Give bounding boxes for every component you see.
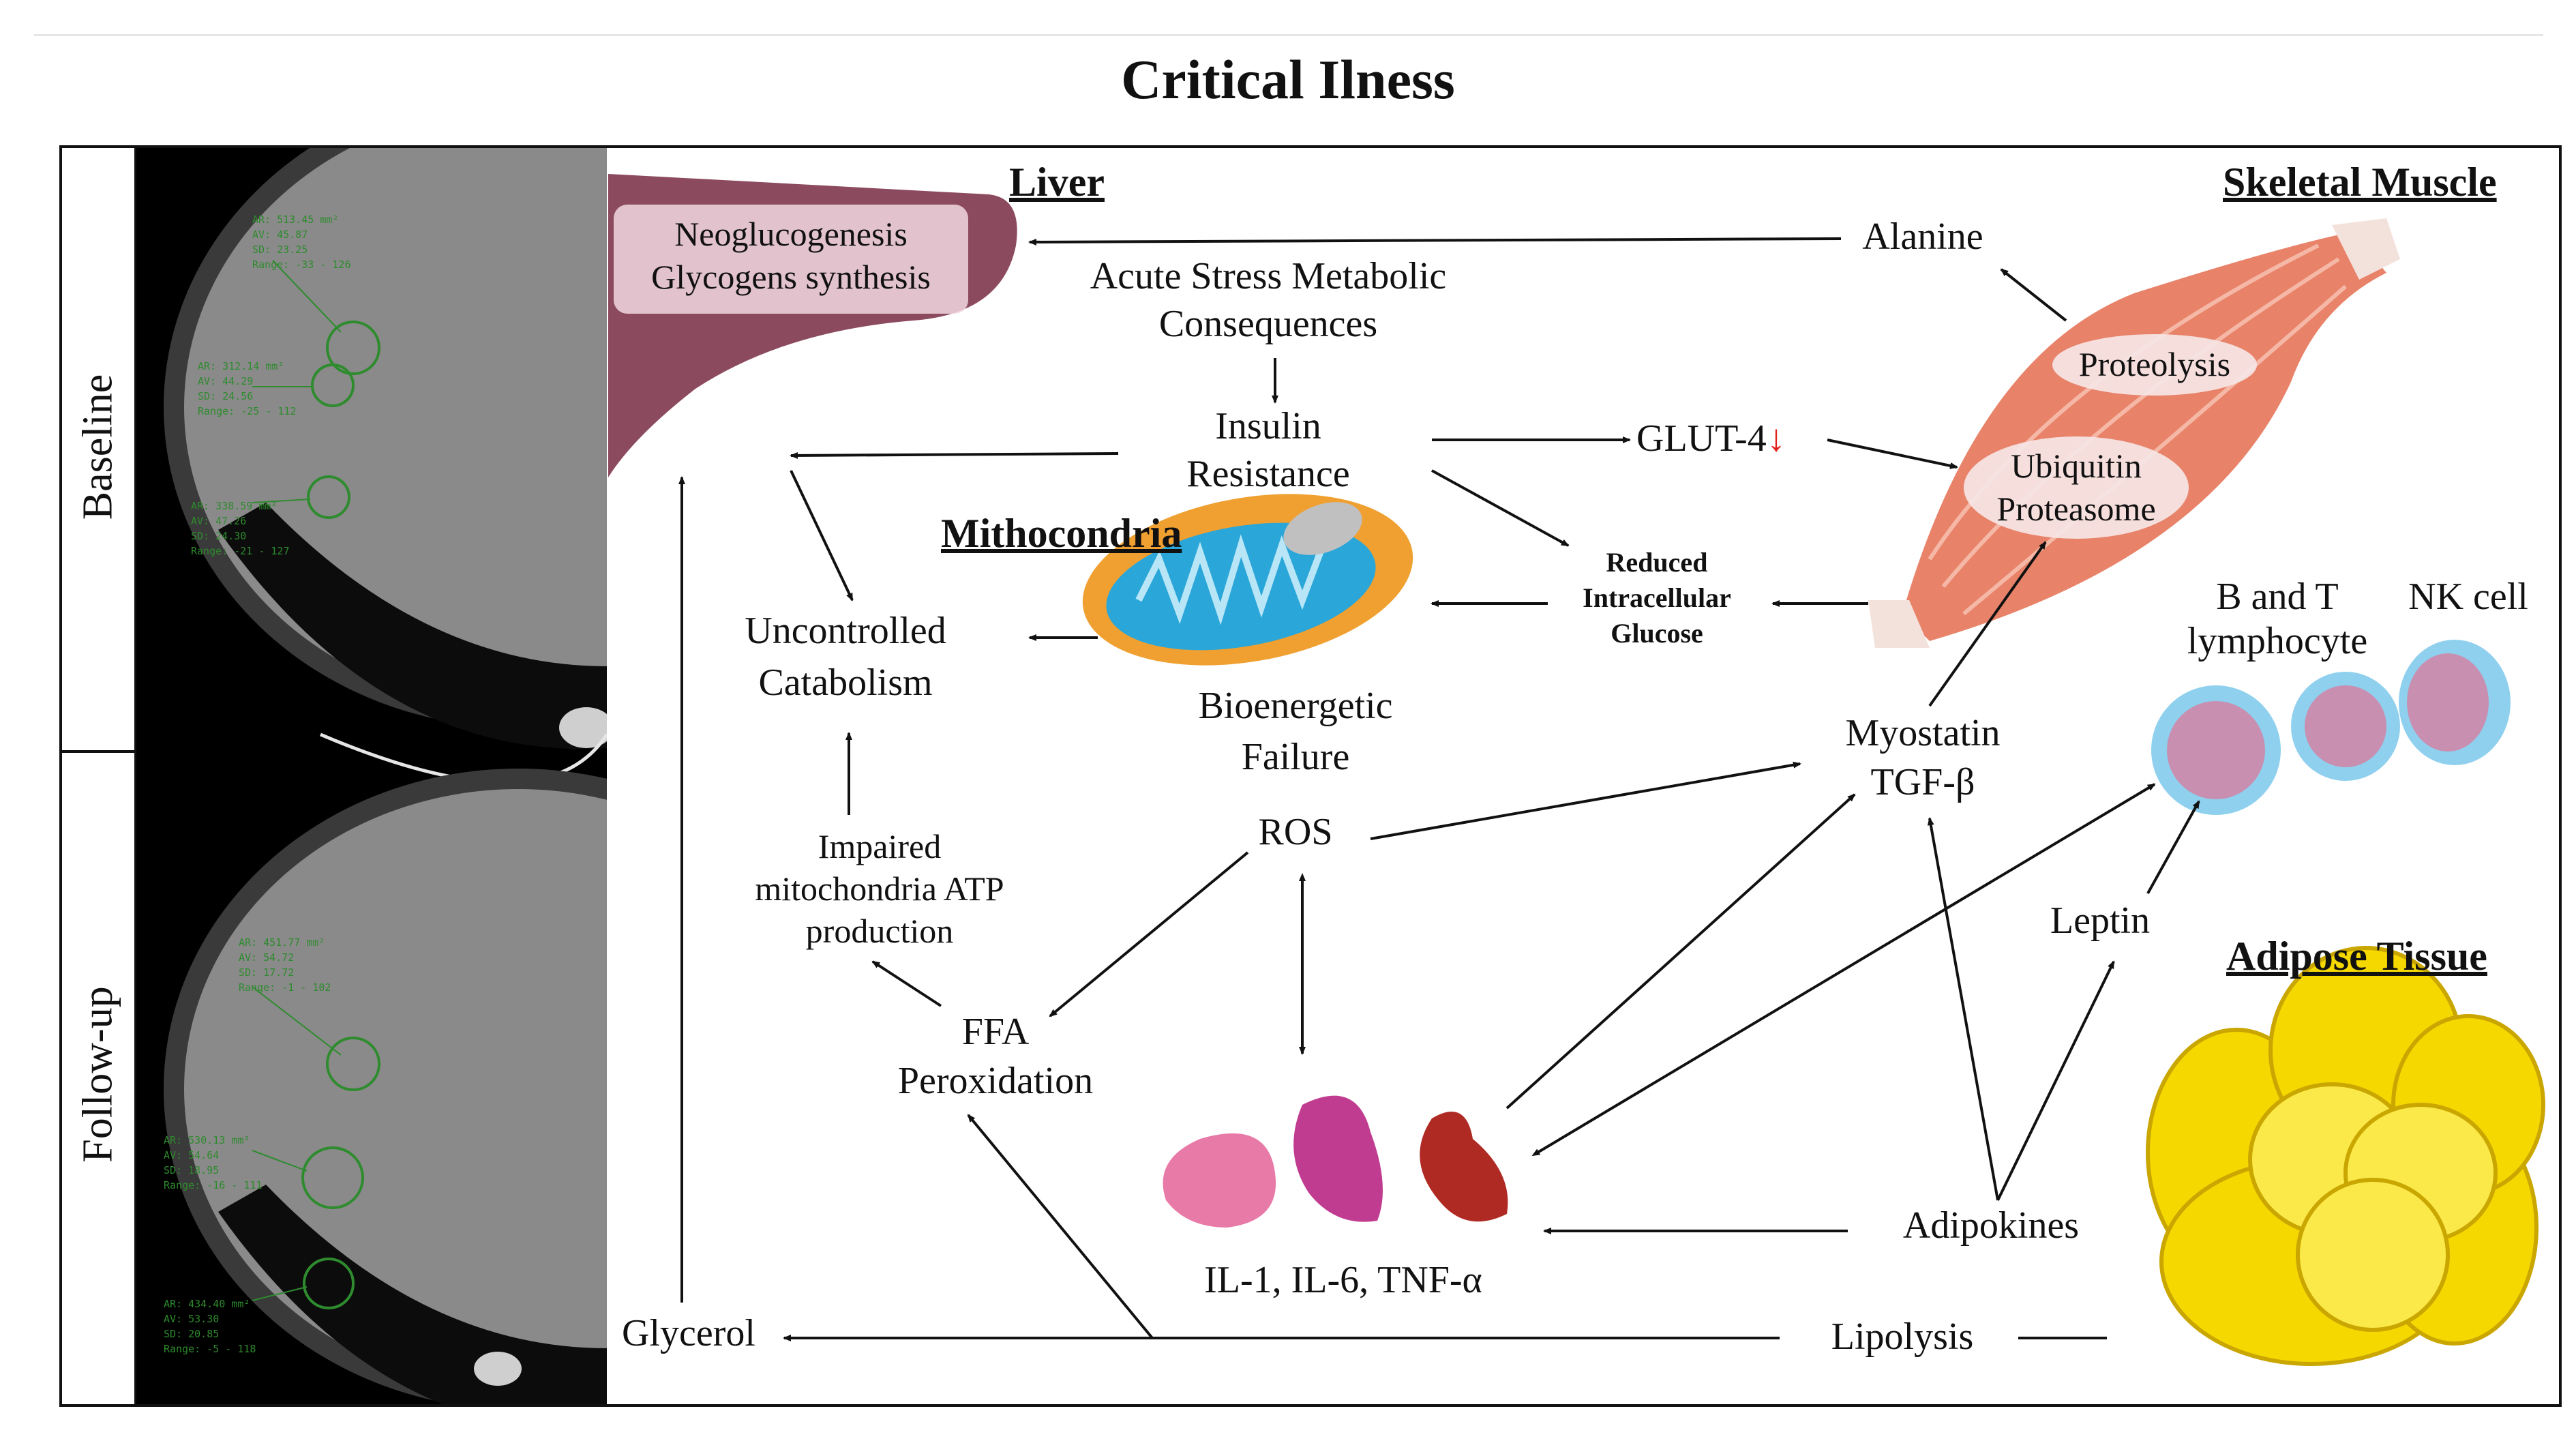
impaired-label: Impaired [818,827,942,865]
roi-circle [307,475,350,519]
lymphocyte-illustration [2151,672,2400,815]
mitochondria-illustration [1082,494,1413,666]
acute-stress-label: Acute Stress Metabolic [1090,255,1447,297]
arrow-cytokines-to-myostatin [1506,793,1856,1110]
ros-label: ROS [1258,811,1333,853]
adipokines-label: Adipokines [1902,1204,2080,1247]
nk-cell-illustration [2399,640,2511,765]
peroxidation-label: Peroxidation [897,1060,1094,1102]
roi-circle [311,363,355,407]
arrow-ros-to-myostatin [1370,761,1801,840]
resistance-label: Resistance [1186,453,1350,495]
down-arrow-icon: ↓ [1766,417,1786,460]
mitochondria-heading: Mithocondria [941,511,1182,556]
arrow-glut4-to-ubiquitin [1827,439,1958,469]
arrow-ffa-to-impaired [871,960,942,1007]
lipolysis-label: Lipolysis [1831,1316,1974,1358]
glucose-label: Glucose [1611,618,1703,649]
neoglucogenesis-label: Neoglucogenesis [674,215,908,253]
alanine-label: Alanine [1862,216,1983,258]
roi-circle [326,1037,380,1091]
reduced-label: Reduced [1606,547,1708,578]
skeletal-muscle-illustration [1868,218,2400,648]
adipose-tissue-heading: Adipose Tissue [2226,934,2487,979]
arrow-adipokines-to-myostatin [1927,817,1999,1201]
proteasome-label: Proteasome [1996,490,2156,528]
ubiquitin-label: Ubiquitin [2011,447,2142,485]
bioenergetic-label: Bioenergetic [1198,685,1393,727]
failure-label: Failure [1241,736,1350,778]
diagram-title: Critical Ilness [1121,48,1455,110]
adipose-illustration [2146,946,2545,1366]
glut4-label: GLUT-4↓ [1636,417,1786,460]
ubiquitin-oval [1964,436,2189,539]
production-label: production [805,912,954,950]
roi-circle [301,1146,364,1209]
glycogen-synthesis-label: Glycogens synthesis [651,258,931,296]
consequences-label: Consequences [1158,303,1378,345]
liver-heading: Liver [1009,160,1105,205]
arrow-insulin-to-liver [790,451,1119,459]
arrow-adipokines-to-leptin [1996,960,2115,1201]
arrow-lipolysis-to-ffa [967,1114,1154,1339]
arrow-alanine-to-liver [1028,237,1842,246]
ffa-label: FFA [961,1011,1030,1053]
liver-process-box [614,205,968,314]
side-label-divider [62,750,134,753]
intracellular-label: Intracellular [1583,582,1731,613]
uncontrolled-label: Uncontrolled [745,610,946,652]
cytokine-illustration [1163,1095,1508,1228]
top-rule [34,34,2543,36]
proteolysis-label: Proteolysis [2078,345,2231,383]
insulin-label: Insulin [1215,405,1321,447]
nk-cell-label: NK cell [2408,576,2528,618]
side-label-column [62,148,137,1404]
b-and-t-label: B and T [2216,576,2339,618]
arrow-leptin-to-lymphocyte [2146,800,2200,894]
arrow-myostatin-to-ubiquitin [1928,541,2047,707]
lymphocyte-label: lymphocyte [2187,620,2368,662]
arrow-cytokines-lymphocyte [1531,783,2156,1157]
arrow-liver-to-catabolism [790,470,854,601]
arrow-insulin-to-reduced [1431,469,1570,547]
catabolism-label: Catabolism [758,662,933,704]
mitochondria-atp-label: mitochondria ATP [755,870,1004,908]
arrow-ros-to-ffa [1049,851,1249,1017]
arrow-muscle-to-alanine [2000,268,2067,322]
cytokines-label: IL-1, IL-6, TNF-α [1204,1259,1482,1301]
skeletal-muscle-heading: Skeletal Muscle [2223,160,2497,205]
diagram-frame [59,145,2562,1407]
myostatin-label: Myostatin [1845,712,2001,754]
glycerol-label: Glycerol [622,1312,755,1354]
proteolysis-oval [2052,334,2257,396]
roi-circle [303,1258,355,1309]
roi-circle [326,321,380,375]
